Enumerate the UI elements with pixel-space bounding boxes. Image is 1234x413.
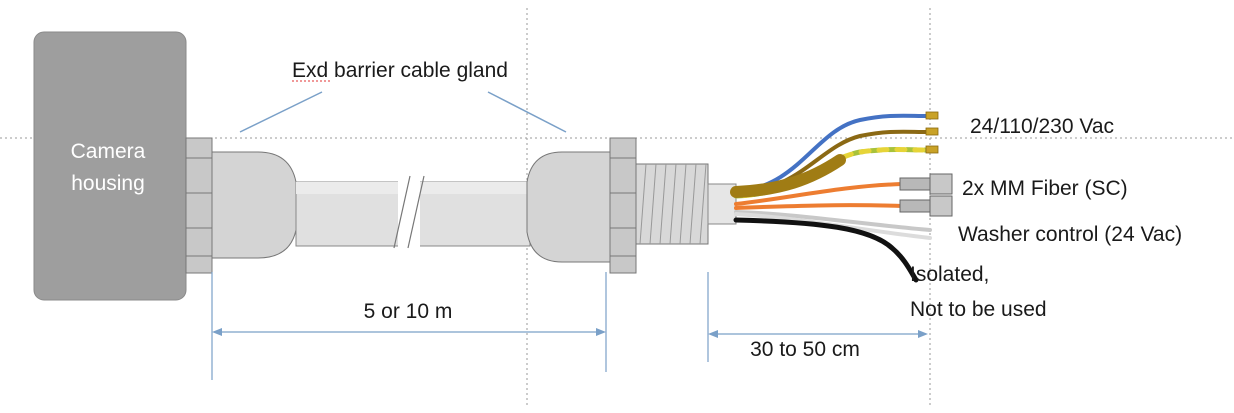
dimension-wire-length — [707, 272, 928, 362]
camera-label-line2: housing — [71, 172, 145, 195]
gland-label: Exd barrier cable gland — [292, 59, 508, 82]
left-gland-nut — [211, 151, 297, 259]
cable-length-label: 5 or 10 m — [364, 300, 453, 323]
right-gland-nut — [526, 151, 611, 263]
wire-blue — [734, 113, 930, 194]
isolated-label-line2: Not to be used — [910, 298, 1047, 321]
wires — [730, 113, 932, 283]
dimension-cable-length — [211, 272, 607, 380]
wire-orange-2 — [734, 203, 904, 210]
threaded-section — [635, 163, 737, 245]
sc-connectors — [899, 173, 953, 217]
wire-white-1 — [734, 210, 932, 232]
camera-label-line1: Camera — [71, 140, 146, 163]
wire-length-label: 30 to 50 cm — [750, 338, 860, 361]
cable-body — [295, 175, 531, 250]
gland-callout-right — [487, 91, 567, 133]
isolated-label-line1: Isolated, — [910, 263, 989, 286]
sheath-brown — [730, 154, 846, 198]
gland-callout-left — [239, 91, 323, 133]
ferrules — [925, 111, 939, 154]
fiber-label: 2x MM Fiber (SC) — [962, 177, 1128, 200]
wire-black — [733, 217, 919, 283]
washer-label: Washer control (24 Vac) — [958, 223, 1182, 246]
power-label: 24/110/230 Vac — [970, 115, 1114, 138]
camera-housing — [33, 31, 187, 301]
wire-orange-1 — [734, 182, 904, 206]
right-flange — [609, 137, 637, 274]
left-flange — [185, 137, 213, 274]
